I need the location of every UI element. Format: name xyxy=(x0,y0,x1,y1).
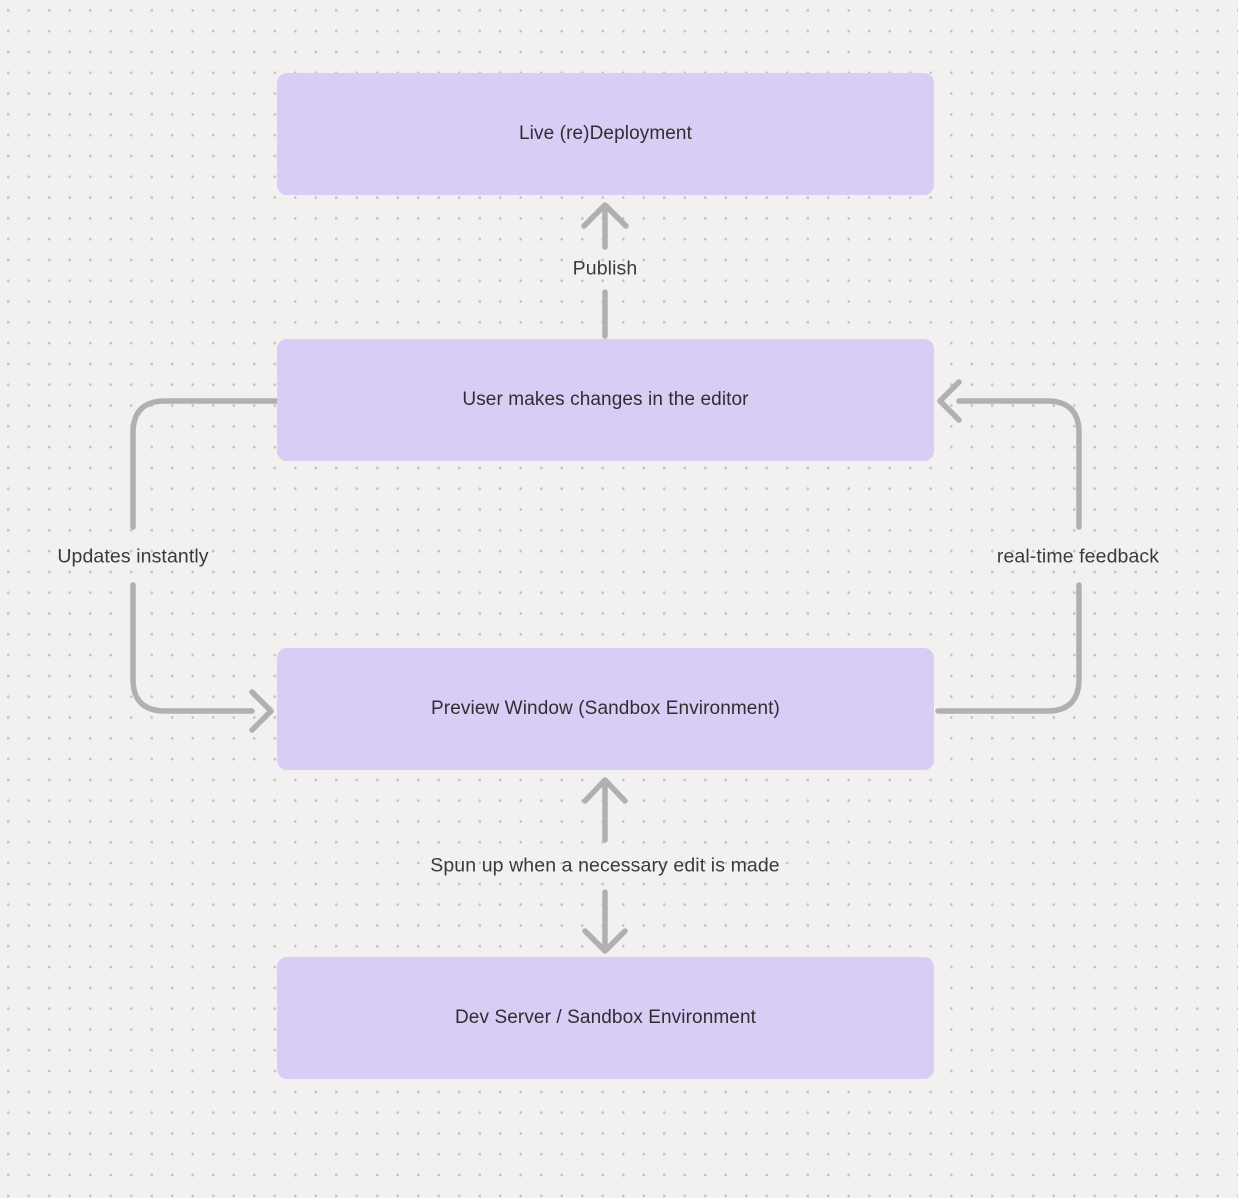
edge-label-publish: Publish xyxy=(572,257,638,280)
updates-instantly-arrow xyxy=(130,398,280,733)
edge-label-updates-instantly: Updates instantly xyxy=(57,545,209,568)
publish-arrow xyxy=(581,202,629,339)
node-preview-window[interactable]: Preview Window (Sandbox Environment) xyxy=(277,648,934,770)
node-label: Live (re)Deployment xyxy=(519,123,692,144)
edge-label-spun-up: Spun up when a necessary edit is made xyxy=(430,854,780,877)
realtime-feedback-arrow xyxy=(935,379,1082,714)
edge-label-realtime-feedback: real-time feedback xyxy=(996,545,1160,568)
node-label: User makes changes in the editor xyxy=(462,389,749,410)
node-user-editor[interactable]: User makes changes in the editor xyxy=(277,339,934,461)
node-dev-server[interactable]: Dev Server / Sandbox Environment xyxy=(277,957,934,1079)
spun-up-arrows xyxy=(582,777,628,954)
node-label: Dev Server / Sandbox Environment xyxy=(454,1007,756,1028)
node-label: Preview Window (Sandbox Environment) xyxy=(431,698,780,719)
node-live-redeployment[interactable]: Live (re)Deployment xyxy=(277,73,934,195)
